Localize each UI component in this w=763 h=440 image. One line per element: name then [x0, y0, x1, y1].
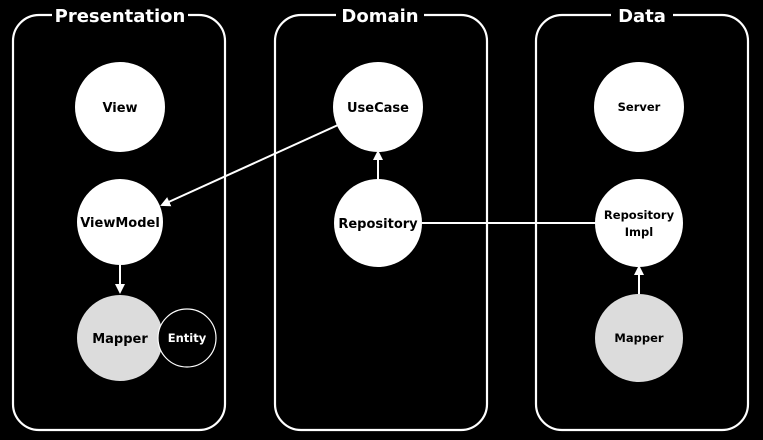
data-mapper-node-label: Mapper — [614, 331, 663, 345]
data-panel-title: Data — [618, 6, 666, 27]
presentation-mapper-node-label: Mapper — [92, 332, 148, 347]
entity-node-label: Entity — [168, 331, 207, 345]
server-node-label: Server — [618, 100, 661, 114]
data-mapper-node: Mapper — [595, 294, 683, 382]
repository-impl-node-label-line1: Repository — [604, 208, 675, 222]
presentation-mapper-node: Mapper — [77, 295, 163, 381]
usecase-to-viewmodel-arrow — [160, 124, 339, 207]
viewmodel-node: ViewModel — [77, 179, 163, 265]
server-node: Server — [594, 62, 684, 152]
usecase-node-label: UseCase — [347, 101, 409, 116]
repository-impl-node: Repository Impl — [595, 179, 683, 267]
repository-node: Repository — [334, 179, 422, 267]
usecase-node: UseCase — [333, 62, 423, 152]
repository-impl-node-label-line2: Impl — [625, 225, 653, 239]
presentation-panel-title: Presentation — [55, 6, 186, 27]
view-node-label: View — [102, 101, 137, 116]
repository-node-label: Repository — [338, 217, 418, 232]
domain-panel-title: Domain — [341, 6, 418, 27]
presentation-panel: Presentation — [11, 3, 227, 432]
viewmodel-node-label: ViewModel — [80, 216, 160, 231]
entity-node: Entity — [157, 308, 217, 368]
view-node: View — [75, 62, 165, 152]
